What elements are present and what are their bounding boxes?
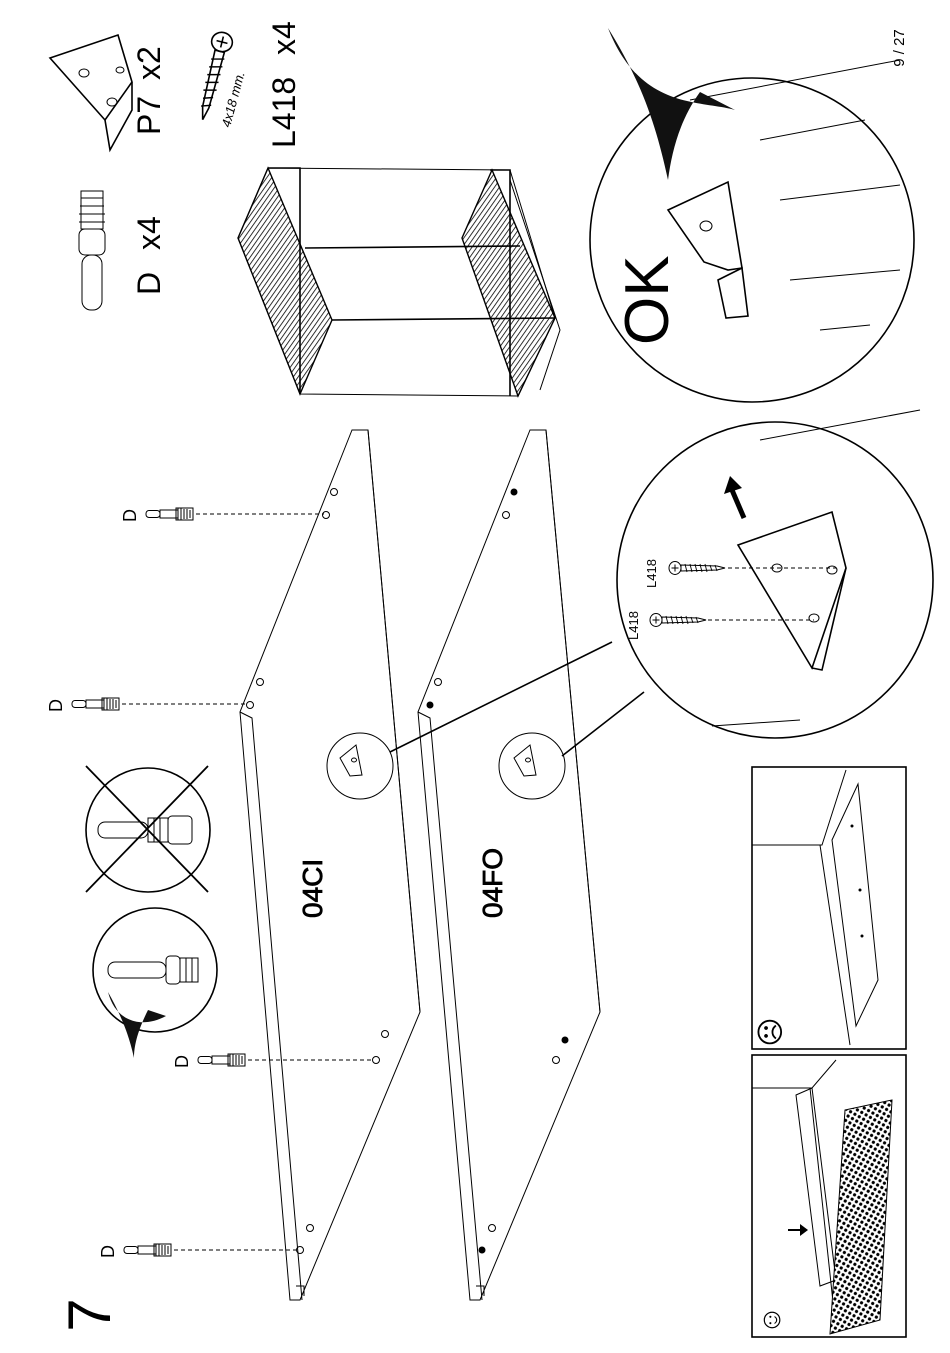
dowel-insert-1: D xyxy=(120,508,324,522)
bracket-callout-upper xyxy=(327,733,393,799)
ok-arrow-icon xyxy=(608,28,735,180)
part-l418-qty: x4 xyxy=(266,21,302,55)
leader-line-upper xyxy=(390,642,612,752)
step-number: 7 xyxy=(56,1298,123,1331)
dowel-label: D xyxy=(98,1245,118,1258)
correct-arrow-icon xyxy=(108,992,166,1058)
upper-panel xyxy=(240,430,420,1300)
sad-face-icon: ☹ xyxy=(755,1017,786,1046)
screw-lower xyxy=(650,614,814,627)
screw-upper xyxy=(669,562,836,575)
ok-label: OK xyxy=(613,255,682,345)
bracket-part-icon xyxy=(50,35,132,150)
cabinet-overview-icon xyxy=(238,168,560,396)
screw-label-lower: L418 xyxy=(626,611,641,640)
lower-panel-code: 04FO xyxy=(477,848,508,918)
bracket-callout-lower xyxy=(499,733,565,799)
dowel-label: D xyxy=(172,1055,192,1068)
dowel-wrong-circle xyxy=(86,766,210,892)
part-d-code: D xyxy=(131,272,167,295)
lower-panel xyxy=(418,430,600,1300)
dowel-insert-4: D xyxy=(98,1244,296,1258)
leader-line-lower xyxy=(562,692,644,756)
upper-panel-code: 04CI xyxy=(297,859,328,918)
ok-detail-circle xyxy=(590,60,914,402)
screw-spec-label: 4x18 mm. xyxy=(218,70,247,129)
part-d-qty: x4 xyxy=(131,216,167,250)
screw-detail-circle xyxy=(617,410,933,738)
dowel-label: D xyxy=(120,509,140,522)
dowel-insert-2: D xyxy=(46,698,246,712)
screw-label-upper: L418 xyxy=(644,559,659,588)
part-p7-code: P7 xyxy=(131,96,167,135)
wrong-placement-panel xyxy=(752,767,906,1049)
dowel-part-icon xyxy=(79,191,105,310)
dowel-label: D xyxy=(46,699,66,712)
correct-placement-panel xyxy=(752,1055,906,1337)
dowel-insert-3: D xyxy=(172,1054,372,1068)
direction-arrow-icon xyxy=(724,476,744,518)
part-l418-code: L418 xyxy=(266,77,302,148)
happy-face-icon: ☺ xyxy=(755,1306,786,1335)
part-p7-qty: x2 xyxy=(131,46,167,80)
